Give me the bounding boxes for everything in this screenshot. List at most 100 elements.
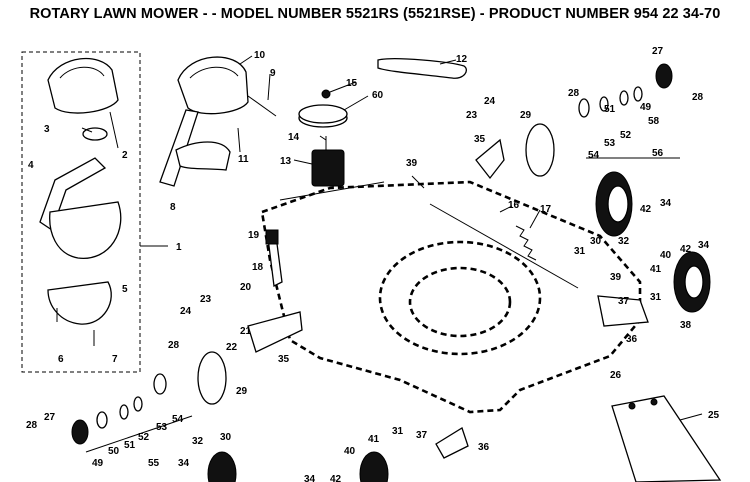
callout: 6	[58, 354, 64, 365]
pinion[interactable]	[655, 63, 673, 89]
callout: 35	[474, 134, 486, 145]
callout: 29	[236, 386, 248, 397]
front-wheel-right-hub	[684, 265, 704, 299]
callout: 56	[652, 148, 664, 159]
bearing-left[interactable]	[96, 411, 108, 429]
washer-left[interactable]	[153, 373, 167, 395]
callout: 42	[680, 244, 692, 255]
callout: 35	[278, 354, 290, 365]
callout: 27	[44, 412, 56, 423]
callout: 36	[626, 334, 638, 345]
cover-rod[interactable]	[247, 95, 277, 117]
bag-bottom-plate[interactable]	[47, 281, 112, 325]
callout: 28	[168, 340, 180, 351]
group-55-bracket	[85, 415, 193, 453]
drive-belt[interactable]	[377, 58, 467, 79]
callout: 9	[270, 68, 276, 79]
callout: 11	[238, 154, 249, 165]
callout: 52	[620, 130, 632, 141]
callout: 53	[156, 422, 168, 433]
callout: 55	[148, 458, 160, 469]
diagram-title: ROTARY LAWN MOWER - - MODEL NUMBER 5521R…	[29, 6, 721, 22]
callout: 27	[652, 46, 664, 57]
callout: 28	[692, 92, 704, 103]
callout: 41	[368, 434, 380, 445]
callout: 5	[122, 284, 128, 295]
grass-bag-cover[interactable]	[47, 57, 119, 114]
wheel-hub-plate-left[interactable]	[197, 351, 227, 405]
transmission[interactable]	[311, 149, 345, 187]
callout: 7	[112, 354, 118, 365]
callout: 15	[346, 78, 358, 89]
engine-cover-rib	[189, 66, 239, 79]
callout: 30	[220, 432, 232, 443]
pinion-left[interactable]	[71, 419, 89, 445]
callout: 42	[640, 204, 652, 215]
front-axle-bracket-left[interactable]	[435, 427, 469, 459]
wheel-hub-plate[interactable]	[525, 123, 555, 177]
callout: 20	[240, 282, 252, 293]
bearing[interactable]	[599, 96, 609, 112]
washer[interactable]	[578, 98, 590, 118]
callout: 14	[288, 132, 300, 143]
height-adjust-bracket[interactable]	[475, 138, 505, 180]
front-axle-bracket[interactable]	[597, 295, 649, 327]
pulley-bolt[interactable]	[321, 89, 331, 99]
callout: 32	[618, 236, 630, 247]
callout: 40	[344, 446, 356, 457]
callout: 29	[520, 110, 532, 121]
chute-screw[interactable]	[628, 402, 636, 410]
callout: 17	[540, 204, 552, 215]
gear[interactable]	[633, 86, 643, 102]
callout: 31	[574, 246, 586, 257]
callout: 34	[178, 458, 190, 469]
callout: 28	[26, 420, 38, 431]
callout: 19	[248, 230, 260, 241]
gear-left[interactable]	[133, 396, 143, 412]
callout: 54	[588, 150, 600, 161]
callout: 54	[172, 414, 184, 425]
engine-cover[interactable]	[177, 56, 249, 115]
callout: 36	[478, 442, 490, 453]
callout: 4	[28, 160, 34, 171]
hitch-pin[interactable]	[411, 175, 425, 189]
rear-wheel-left[interactable]	[207, 451, 237, 482]
callout: 42	[330, 474, 342, 482]
callout: 37	[416, 430, 428, 441]
callout: 24	[180, 306, 192, 317]
callout: 8	[170, 202, 176, 213]
callout: 60	[372, 90, 384, 101]
front-wheel-left[interactable]	[359, 451, 389, 482]
callout-numbers: 2 3 4 1 5 6 7 8 9 10 11 12 13 14 15 60 1…	[26, 46, 720, 482]
handle-grip	[265, 229, 279, 245]
grass-bag-cover-rib	[59, 66, 105, 79]
callout: 53	[604, 138, 616, 149]
callout: 25	[708, 410, 720, 421]
callout: 18	[252, 262, 264, 273]
callout: 51	[604, 104, 616, 115]
height-adjust-bracket-left[interactable]	[247, 311, 303, 353]
deck-blade-housing	[378, 240, 542, 356]
height-adjust-rod[interactable]	[429, 203, 579, 289]
callout: 30	[590, 236, 602, 247]
discharge-chute[interactable]	[611, 395, 722, 482]
callout: 41	[650, 264, 662, 275]
rear-shield[interactable]	[175, 141, 231, 171]
callout: 37	[618, 296, 630, 307]
extension-spring[interactable]	[515, 225, 537, 261]
bushing[interactable]	[619, 90, 629, 106]
callout: 12	[456, 54, 468, 65]
chute-screw[interactable]	[650, 398, 658, 406]
callout: 39	[406, 158, 418, 169]
drive-axle[interactable]	[279, 181, 385, 201]
callout: 32	[192, 436, 204, 447]
callout: 23	[200, 294, 212, 305]
rear-wheel-right-hub	[607, 185, 629, 223]
callout: 24	[484, 96, 496, 107]
bag-plate[interactable]	[49, 201, 122, 259]
callout: 21	[240, 326, 252, 337]
callout: 16	[508, 200, 520, 211]
mower-deck	[260, 180, 642, 414]
callout: 22	[226, 342, 238, 353]
bushing-left[interactable]	[119, 404, 129, 420]
